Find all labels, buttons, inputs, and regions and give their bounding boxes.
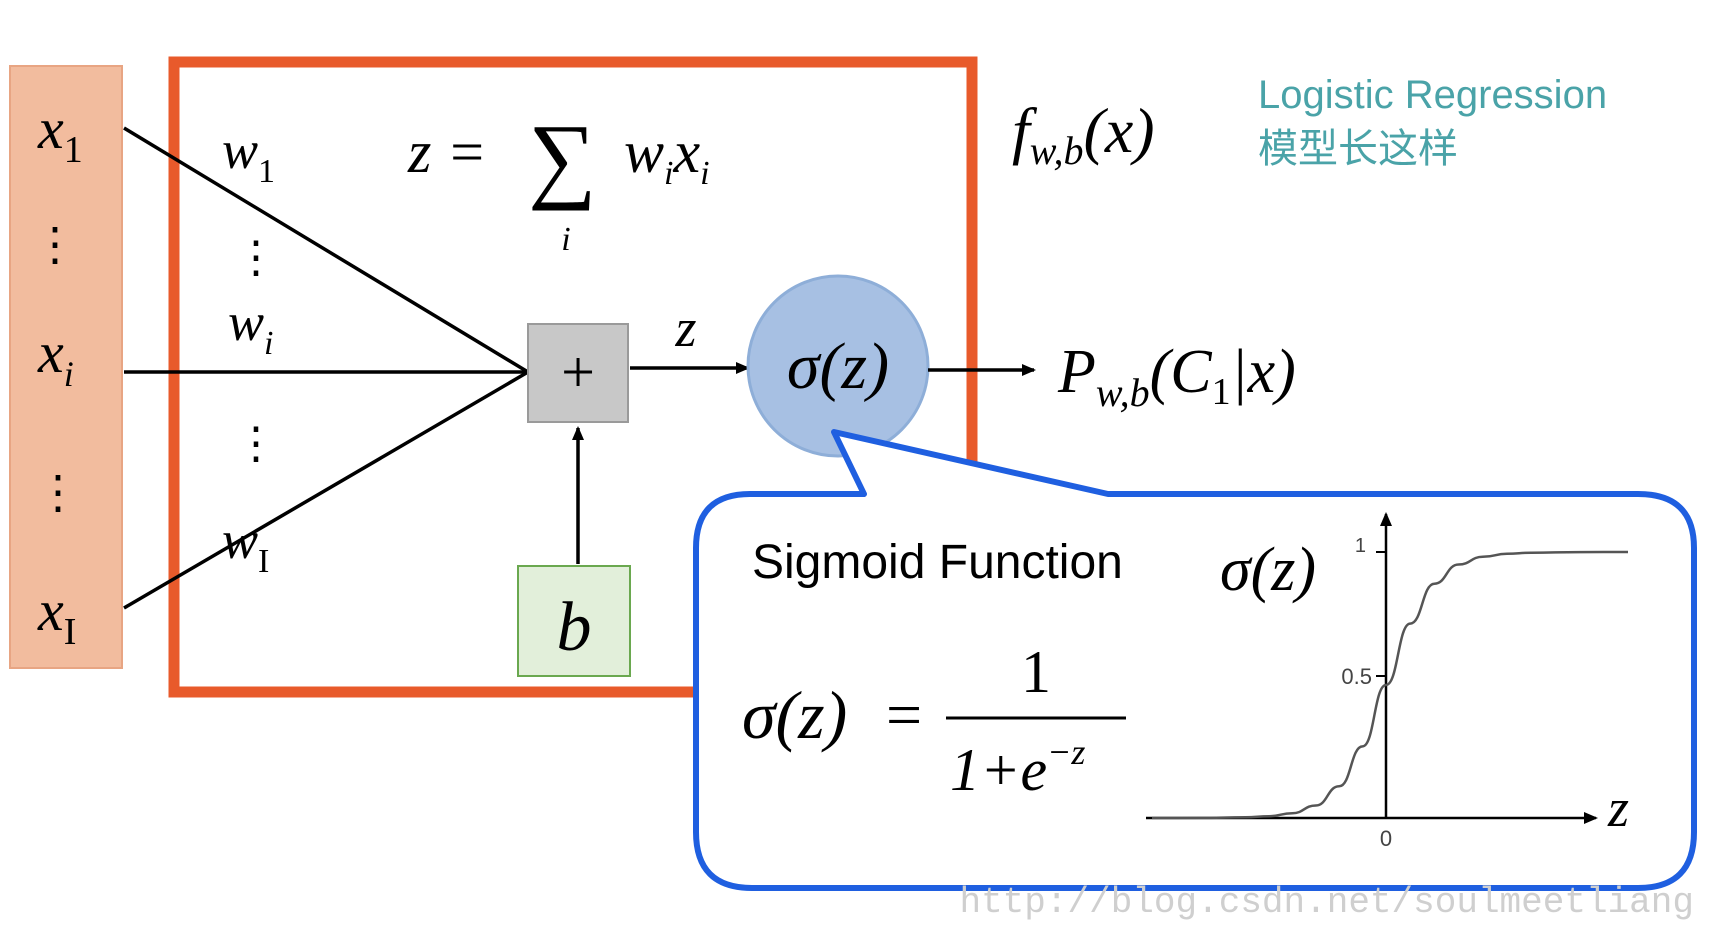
input-column xyxy=(9,65,123,669)
weight-wi: wi xyxy=(228,292,273,362)
sum-formula-lhs: z = xyxy=(407,119,487,185)
watermark: http://blog.csdn.net/soulmeetliang xyxy=(959,882,1694,923)
sigmoid-formula-lhs: σ(z) xyxy=(742,677,847,753)
input-x1: x1 xyxy=(37,96,83,171)
sigma-node-label: σ(z) xyxy=(787,330,889,403)
input-dots-2: ⋮ xyxy=(35,467,81,518)
sigmoid-plot-ytick-label-05: 0.5 xyxy=(1341,664,1372,689)
sigmoid-formula-denominator: 1+e−z xyxy=(950,732,1085,803)
input-xi: xi xyxy=(37,320,74,394)
sigmoid-plot-xtick-label-0: 0 xyxy=(1380,826,1392,851)
model-label: fw,b(x) xyxy=(1012,95,1155,173)
sigmoid-callout xyxy=(693,429,1697,891)
sum-node xyxy=(527,323,629,423)
sigmoid-plot-xlabel: z xyxy=(1607,778,1629,838)
model-box xyxy=(168,56,978,698)
title-zh: 模型长这样 xyxy=(1258,127,1458,171)
sum-node-symbol: + xyxy=(561,339,595,405)
sigmoid-formula-numerator: 1 xyxy=(1021,639,1051,705)
output-label: Pw,b(C1|x) xyxy=(1057,338,1296,415)
sigmoid-plot-ytick-label-1: 1 xyxy=(1355,535,1366,557)
sigmoid-plot-ylabel: σ(z) xyxy=(1220,536,1316,604)
sigma-node xyxy=(746,274,930,458)
sum-formula-rhs: wixi xyxy=(624,119,710,192)
title-en: Logistic Regression xyxy=(1258,73,1607,117)
sigmoid-plot: σ(z) z 1 0.5 0 xyxy=(1146,512,1629,851)
edge-xI-to-sum xyxy=(123,370,529,610)
weight-dots-1: ⋮ xyxy=(234,233,278,282)
weight-w1: w1 xyxy=(222,120,275,190)
bias-node xyxy=(517,565,631,677)
weight-dots-2: ⋮ xyxy=(234,419,278,468)
weight-wI: wI xyxy=(222,510,269,580)
sum-formula-index: i xyxy=(561,221,570,258)
input-xI: xI xyxy=(37,578,76,653)
edge-z-label: z xyxy=(674,298,696,358)
sigmoid-formula-equals: = xyxy=(886,679,922,750)
sigmoid-curve xyxy=(1151,550,1629,820)
sum-formula-sigma: ∑ xyxy=(528,104,596,211)
input-dots-1: ⋮ xyxy=(32,219,78,270)
sigmoid-title: Sigmoid Function xyxy=(752,536,1123,589)
bias-symbol: b xyxy=(557,589,592,666)
edge-x1-to-sum xyxy=(123,126,529,374)
